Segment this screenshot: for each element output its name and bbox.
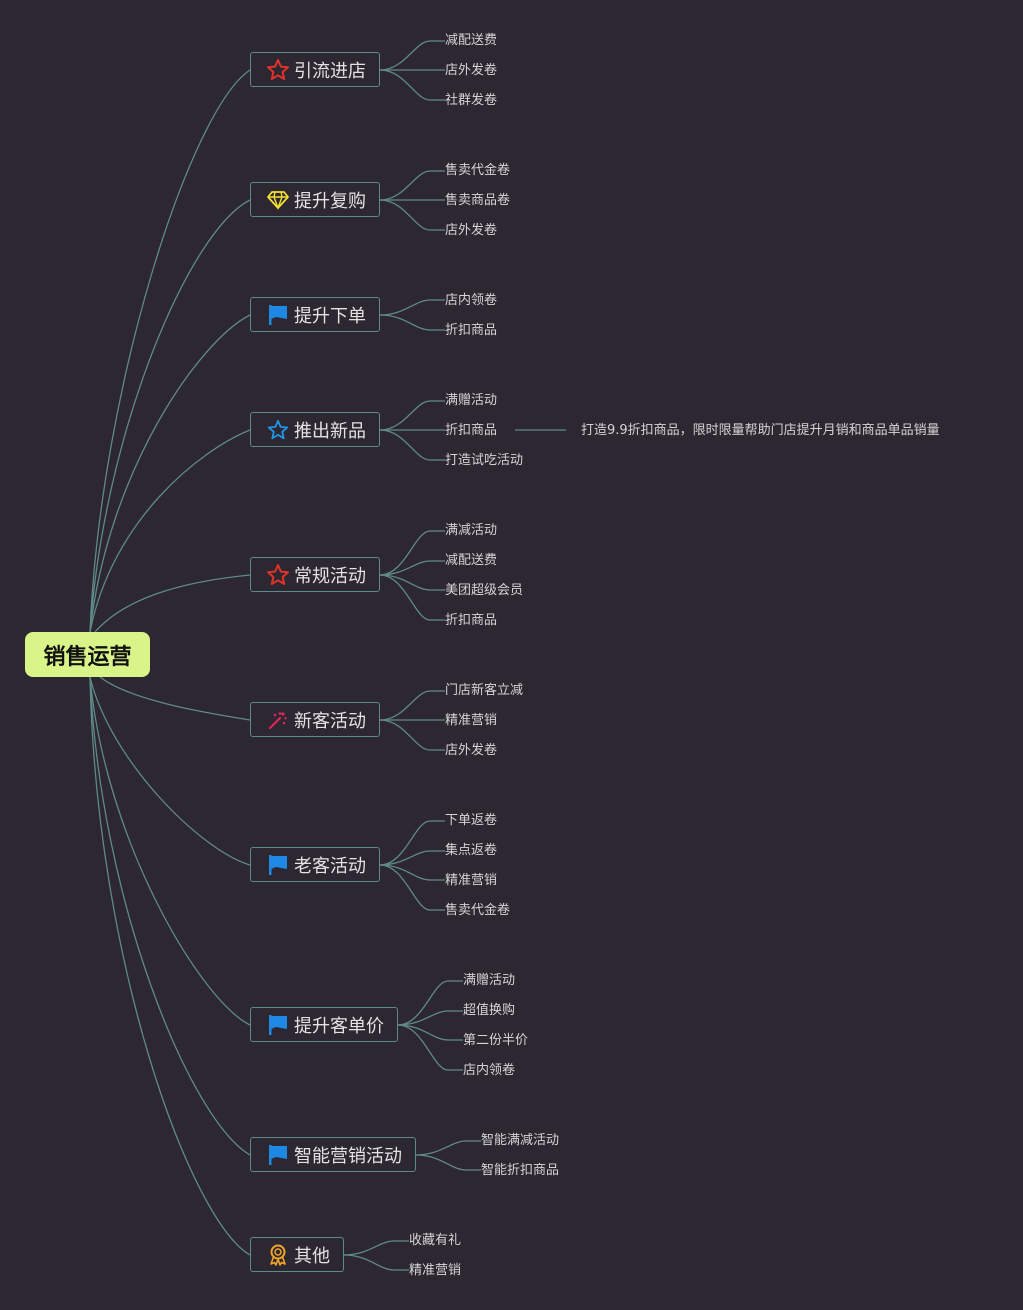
leaf-node[interactable]: 店外发卷	[445, 743, 498, 758]
branch-label: 提升客单价	[294, 1015, 384, 1037]
leaf-node[interactable]: 店外发卷	[445, 223, 498, 238]
leaf-node[interactable]: 满减活动	[445, 523, 498, 538]
leaf-node[interactable]: 店内领卷	[463, 1063, 516, 1078]
branch-node-4[interactable]: 推出新品	[250, 412, 380, 447]
branch-node-6[interactable]: 新客活动	[250, 702, 380, 737]
star-outline-icon	[265, 58, 291, 82]
link-root-branch-8	[89, 676, 251, 1026]
branch-node-1[interactable]: 引流进店	[250, 52, 380, 87]
leaf-node[interactable]: 折扣商品	[445, 423, 498, 438]
leaf-node[interactable]: 智能折扣商品	[481, 1163, 560, 1178]
leaf-node[interactable]: 售卖代金卷	[445, 163, 511, 178]
branch-label: 提升下单	[294, 305, 366, 327]
leaf-node[interactable]: 集点返卷	[445, 843, 498, 858]
branch-node-9[interactable]: 智能营销活动	[250, 1137, 416, 1172]
leaf-node[interactable]: 精准营销	[409, 1263, 462, 1278]
diamond-icon	[265, 188, 291, 212]
flag-icon	[265, 1013, 291, 1037]
leaf-node[interactable]: 美团超级会员	[445, 583, 524, 598]
branch-node-5[interactable]: 常规活动	[250, 557, 380, 592]
leaf-node[interactable]: 收藏有礼	[409, 1233, 462, 1248]
branch-node-8[interactable]: 提升客单价	[250, 1007, 398, 1042]
award-ribbon-icon	[265, 1243, 291, 1267]
leaf-node[interactable]: 打造试吃活动	[445, 453, 524, 468]
branch-label: 提升复购	[294, 190, 366, 212]
leaf-node[interactable]: 店外发卷	[445, 63, 498, 78]
link-root-branch-2	[89, 199, 251, 633]
flag-icon	[265, 1143, 291, 1167]
flag-icon	[265, 303, 291, 327]
branch-node-7[interactable]: 老客活动	[250, 847, 380, 882]
leaf-node[interactable]: 第二份半价	[463, 1033, 529, 1048]
branch-label: 智能营销活动	[294, 1145, 402, 1167]
branch-label: 推出新品	[294, 420, 366, 442]
leaf-node[interactable]: 满赠活动	[445, 393, 498, 408]
branch-node-10[interactable]: 其他	[250, 1237, 344, 1272]
root-node[interactable]: 销售运营	[25, 632, 150, 677]
leaf-node[interactable]: 下单返卷	[445, 813, 498, 828]
link-root-branch-10	[89, 676, 251, 1256]
leaf-node[interactable]: 满赠活动	[463, 973, 516, 988]
leaf-node[interactable]: 售卖商品卷	[445, 193, 511, 208]
branch-node-3[interactable]: 提升下单	[250, 297, 380, 332]
leaf-node[interactable]: 折扣商品	[445, 323, 498, 338]
link-root-branch-3	[89, 314, 251, 633]
branch-label: 其他	[294, 1245, 330, 1267]
sparkle-icon	[265, 708, 291, 732]
leaf-node[interactable]: 社群发卷	[445, 93, 498, 108]
link-root-branch-6	[99, 676, 251, 721]
leaf-node[interactable]: 精准营销	[445, 873, 498, 888]
link-root-branch-1	[89, 69, 251, 633]
branch-node-2[interactable]: 提升复购	[250, 182, 380, 217]
link-root-branch-5	[94, 574, 251, 633]
note-node[interactable]: 打造9.9折扣商品，限时限量帮助门店提升月销和商品单品销量	[581, 423, 940, 438]
leaf-node[interactable]: 减配送费	[445, 33, 498, 48]
leaf-node[interactable]: 精准营销	[445, 713, 498, 728]
link-root-branch-7	[89, 676, 251, 866]
star-outline-icon	[265, 418, 291, 442]
leaf-node[interactable]: 超值换购	[463, 1003, 516, 1018]
star-outline-icon	[265, 563, 291, 587]
link-root-branch-9	[89, 676, 251, 1156]
leaf-node[interactable]: 折扣商品	[445, 613, 498, 628]
leaf-node[interactable]: 店内领卷	[445, 293, 498, 308]
branch-label: 引流进店	[294, 60, 366, 82]
leaf-node[interactable]: 售卖代金卷	[445, 903, 511, 918]
leaf-node[interactable]: 门店新客立减	[445, 683, 524, 698]
flag-icon	[265, 853, 291, 877]
branch-label: 新客活动	[294, 710, 366, 732]
leaf-node[interactable]: 减配送费	[445, 553, 498, 568]
root-label: 销售运营	[43, 644, 132, 670]
leaf-node[interactable]: 智能满减活动	[481, 1133, 560, 1148]
branch-label: 常规活动	[294, 565, 366, 587]
branch-label: 老客活动	[294, 855, 366, 877]
link-root-branch-4	[89, 429, 251, 633]
